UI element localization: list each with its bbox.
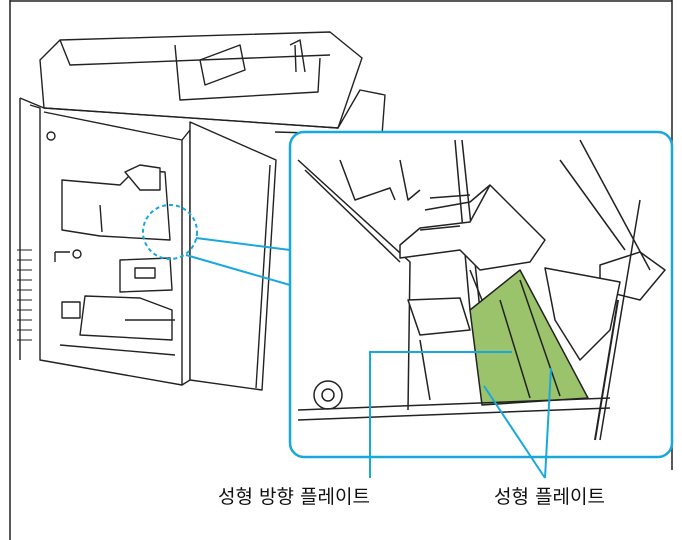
open-door [189, 121, 277, 391]
zoom-detail [288, 130, 674, 459]
machine-drawing [17, 31, 386, 391]
zoom-connector [185, 237, 291, 286]
forming-plate-label: 성형 플레이트 [494, 486, 605, 508]
leader-right-a [483, 385, 546, 479]
callout-lines [369, 351, 552, 479]
side-grille [17, 249, 32, 341]
leader-right-b [544, 367, 552, 479]
forming-plate-shape [469, 269, 589, 406]
body-front [29, 104, 183, 386]
forming-direction-plate-label: 성형 방향 플레이트 [218, 486, 370, 508]
leader-left [369, 351, 512, 478]
top-tray [39, 31, 363, 129]
highlight-circle [142, 204, 198, 260]
